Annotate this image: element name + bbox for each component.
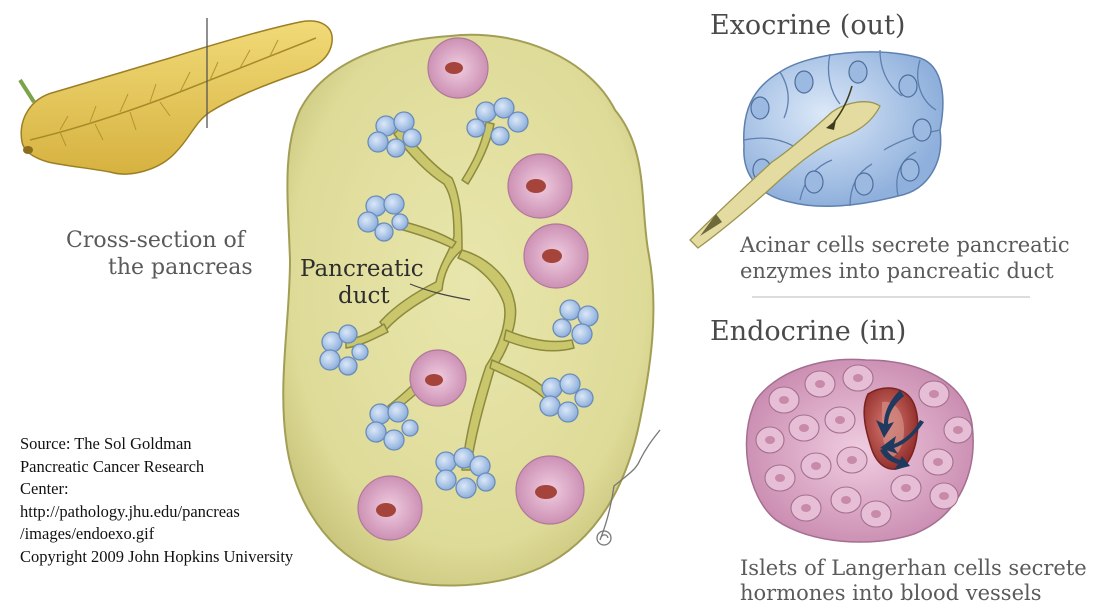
source-credit: Source: The Sol Goldman Pancreatic Cance… bbox=[20, 433, 293, 568]
source-line: Source: The Sol Goldman bbox=[20, 433, 293, 456]
islet-caption-line1: Islets of Langerhan cells secrete bbox=[740, 555, 1087, 581]
acinar-cell-group bbox=[690, 50, 943, 248]
islet bbox=[428, 38, 488, 98]
source-url: http://pathology.jhu.edu/pancreas bbox=[20, 501, 293, 524]
source-line: Center: bbox=[20, 478, 293, 501]
islet bbox=[508, 154, 572, 218]
islet bbox=[358, 476, 422, 540]
islet bbox=[524, 224, 588, 288]
islet-caption-line2: hormones into blood vessels bbox=[740, 580, 1042, 606]
pancreas-cross-section bbox=[283, 35, 653, 586]
duct-label-line2: duct bbox=[338, 283, 390, 309]
pancreas-organ bbox=[20, 18, 332, 174]
acinar-caption-line2: enzymes into pancreatic duct bbox=[740, 258, 1054, 284]
exocrine-title: Exocrine (out) bbox=[710, 10, 905, 41]
cross-section-label-line2: the pancreas bbox=[108, 255, 253, 281]
cross-section-label-line1: Cross-section of bbox=[66, 228, 245, 254]
islet-cell-group bbox=[746, 359, 973, 542]
islet bbox=[516, 456, 584, 524]
islet bbox=[410, 350, 466, 406]
endocrine-title: Endocrine (in) bbox=[710, 316, 906, 347]
duct-label-line1: Pancreatic bbox=[300, 256, 424, 282]
acinar-caption-line1: Acinar cells secrete pancreatic bbox=[740, 232, 1070, 258]
source-line: Pancreatic Cancer Research bbox=[20, 456, 293, 479]
copyright: Copyright 2009 John Hopkins University bbox=[20, 546, 293, 569]
source-url: /images/endoexo.gif bbox=[20, 523, 293, 546]
